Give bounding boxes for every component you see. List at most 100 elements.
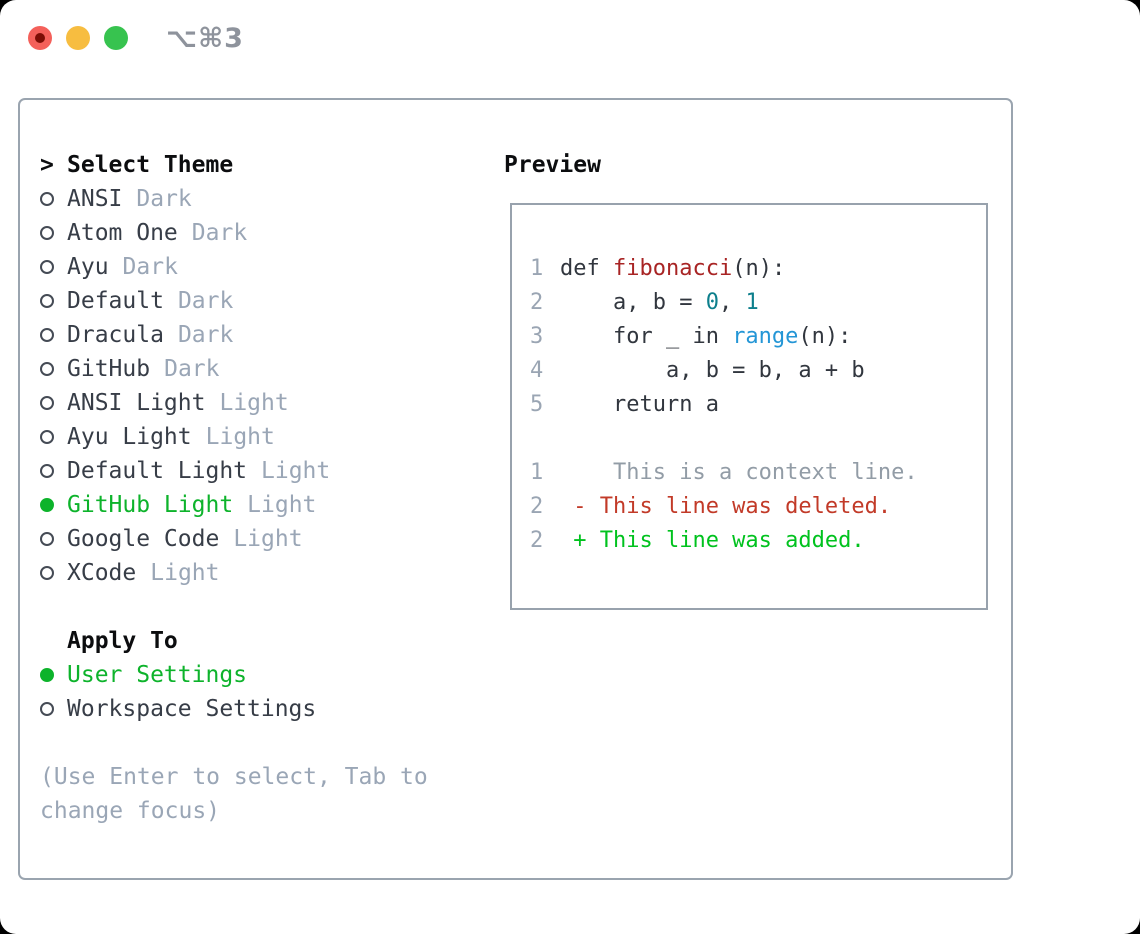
line-number: 2 bbox=[530, 527, 544, 553]
hint-line-1: (Use Enter to select, Tab to bbox=[40, 764, 428, 790]
code-text: This is a context line. bbox=[560, 459, 918, 485]
theme-option-default[interactable]: Default Dark bbox=[40, 284, 490, 318]
theme-label: Default Light bbox=[67, 458, 248, 484]
spacer bbox=[40, 726, 490, 760]
close-dot-icon bbox=[35, 33, 45, 43]
theme-label: Google Code bbox=[67, 526, 220, 552]
theme-variant-label: Light bbox=[233, 526, 303, 552]
apply-option-user-settings[interactable]: User Settings bbox=[40, 658, 490, 692]
apply-option-label: Workspace Settings bbox=[67, 696, 317, 722]
radio-selected-icon bbox=[40, 668, 54, 682]
radio-unselected-icon bbox=[40, 192, 54, 206]
theme-section-header: > Select Theme bbox=[40, 148, 490, 182]
theme-label: GitHub Light bbox=[67, 492, 234, 518]
theme-label: XCode bbox=[67, 560, 137, 586]
theme-label: Ayu bbox=[67, 254, 109, 280]
code-line: 1 This is a context line. bbox=[530, 455, 986, 489]
radio-unselected-icon bbox=[40, 328, 54, 342]
code-line: 3 for _ in range(n): bbox=[530, 319, 986, 353]
theme-option-atom-one[interactable]: Atom One Dark bbox=[40, 216, 490, 250]
hint-text: (Use Enter to select, Tab to change focu… bbox=[40, 760, 490, 828]
apply-section-header: Apply To bbox=[40, 624, 490, 658]
code-text: for _ in range(n): bbox=[560, 323, 852, 349]
theme-label: Default bbox=[67, 288, 164, 314]
window-title: ⌥⌘3 bbox=[166, 22, 244, 54]
theme-variant-label: Light bbox=[247, 492, 317, 518]
code-text: - This line was deleted. bbox=[560, 493, 892, 519]
minimize-button[interactable] bbox=[66, 26, 90, 50]
radio-unselected-icon bbox=[40, 566, 54, 580]
code-text: + This line was added. bbox=[560, 527, 865, 553]
code-line: 5 return a bbox=[530, 387, 986, 421]
radio-unselected-icon bbox=[40, 702, 54, 716]
code-line: 2 a, b = 0, 1 bbox=[530, 285, 986, 319]
radio-unselected-icon bbox=[40, 362, 54, 376]
radio-unselected-icon bbox=[40, 532, 54, 546]
theme-label: Dracula bbox=[67, 322, 164, 348]
theme-section-title: Select Theme bbox=[67, 152, 234, 178]
theme-label: ANSI Light bbox=[67, 390, 206, 416]
theme-label: Ayu Light bbox=[67, 424, 192, 450]
code-line: 1 def fibonacci(n): bbox=[530, 251, 986, 285]
radio-unselected-icon bbox=[40, 226, 54, 240]
theme-variant-label: Light bbox=[205, 424, 275, 450]
code-line: 4 a, b = b, a + b bbox=[530, 353, 986, 387]
theme-variant-label: Dark bbox=[191, 220, 248, 246]
theme-option-dracula[interactable]: Dracula Dark bbox=[40, 318, 490, 352]
theme-label: Atom One bbox=[67, 220, 178, 246]
spacer bbox=[40, 590, 490, 624]
line-number: 1 bbox=[530, 459, 544, 485]
code-line: 2 + This line was added. bbox=[530, 523, 986, 557]
code-text: def fibonacci(n): bbox=[560, 255, 786, 281]
apply-option-workspace-settings[interactable]: Workspace Settings bbox=[40, 692, 490, 726]
theme-variant-label: Dark bbox=[164, 356, 220, 382]
theme-option-google-code[interactable]: Google Code Light bbox=[40, 522, 490, 556]
preview-title: Preview bbox=[504, 152, 601, 178]
apply-option-label: User Settings bbox=[67, 662, 248, 688]
theme-option-ansi-light[interactable]: ANSI Light Light bbox=[40, 386, 490, 420]
selection-marker-icon: > bbox=[40, 152, 54, 178]
apply-section-title: Apply To bbox=[67, 628, 178, 654]
theme-variant-label: Dark bbox=[177, 288, 234, 314]
radio-unselected-icon bbox=[40, 464, 54, 478]
theme-variant-label: Light bbox=[261, 458, 331, 484]
line-number: 2 bbox=[530, 289, 544, 315]
line-number: 5 bbox=[530, 391, 544, 417]
code-line bbox=[530, 421, 986, 455]
theme-option-ansi[interactable]: ANSI Dark bbox=[40, 182, 490, 216]
code-text: return a bbox=[560, 391, 719, 417]
radio-unselected-icon bbox=[40, 260, 54, 274]
theme-option-github[interactable]: GitHub Dark bbox=[40, 352, 490, 386]
code-text: a, b = 0, 1 bbox=[560, 289, 759, 315]
theme-variant-label: Dark bbox=[177, 322, 234, 348]
theme-option-github-light[interactable]: GitHub Light Light bbox=[40, 488, 490, 522]
code-text: a, b = b, a + b bbox=[560, 357, 865, 383]
line-number: 4 bbox=[530, 357, 544, 383]
theme-option-ayu[interactable]: Ayu Dark bbox=[40, 250, 490, 284]
theme-label: GitHub bbox=[67, 356, 151, 382]
theme-variant-label: Light bbox=[150, 560, 220, 586]
line-number: 2 bbox=[530, 493, 544, 519]
close-button[interactable] bbox=[28, 26, 52, 50]
hint-line-2: change focus) bbox=[40, 798, 221, 824]
zoom-button[interactable] bbox=[104, 26, 128, 50]
theme-variant-label: Dark bbox=[122, 254, 178, 280]
radio-unselected-icon bbox=[40, 396, 54, 410]
theme-option-default-light[interactable]: Default Light Light bbox=[40, 454, 490, 488]
radio-unselected-icon bbox=[40, 430, 54, 444]
theme-label: ANSI bbox=[67, 186, 123, 212]
theme-variant-label: Dark bbox=[136, 186, 192, 212]
line-number: 3 bbox=[530, 323, 544, 349]
theme-variant-label: Light bbox=[219, 390, 289, 416]
theme-option-ayu-light[interactable]: Ayu Light Light bbox=[40, 420, 490, 454]
radio-selected-icon bbox=[40, 498, 54, 512]
line-number: 1 bbox=[530, 255, 544, 281]
theme-option-xcode[interactable]: XCode Light bbox=[40, 556, 490, 590]
code-line: 2 - This line was deleted. bbox=[530, 489, 986, 523]
